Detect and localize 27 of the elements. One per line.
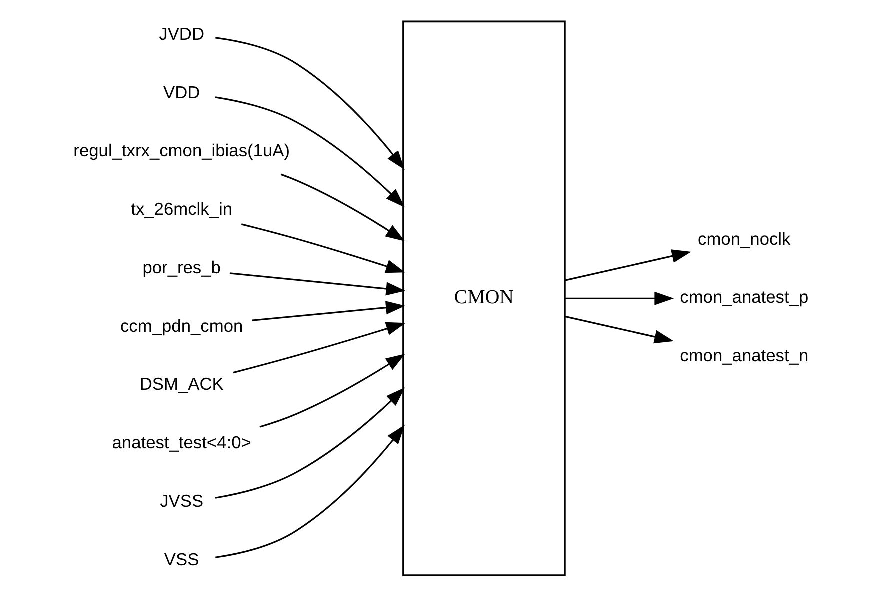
arrow	[252, 301, 406, 322]
node-text: VSS	[164, 549, 200, 570]
arrow	[215, 388, 406, 499]
node-text: VDD	[163, 82, 200, 102]
node-text: ccm_pdn_cmon	[120, 316, 244, 336]
arrow	[230, 272, 406, 296]
arrow	[233, 322, 406, 374]
arrow	[565, 250, 692, 282]
node-text: cmon_anatest_n	[680, 346, 809, 366]
node-text: cmon_anatest_p	[680, 287, 809, 308]
arrow	[280, 174, 406, 242]
node-text: tx_26mclk_in	[131, 199, 233, 220]
node-box: CMON	[402, 20, 566, 576]
node-text: anatest_test<4:0>	[112, 432, 252, 453]
arrow	[215, 96, 405, 208]
arrow	[216, 425, 405, 558]
node-text: por_res_b	[142, 257, 221, 278]
arrow	[565, 316, 674, 344]
node-text: regul_txrx_cmon_ibias(1uA)	[74, 140, 290, 161]
node-text: JVSS	[160, 490, 204, 511]
node-text: JVDD	[159, 24, 205, 44]
arrow	[565, 292, 674, 306]
arrow	[260, 354, 406, 428]
arrow	[241, 224, 406, 274]
node-text: DSM_ACK	[140, 374, 224, 394]
arrow	[216, 37, 405, 170]
node-text: cmon_noclk	[698, 228, 791, 249]
